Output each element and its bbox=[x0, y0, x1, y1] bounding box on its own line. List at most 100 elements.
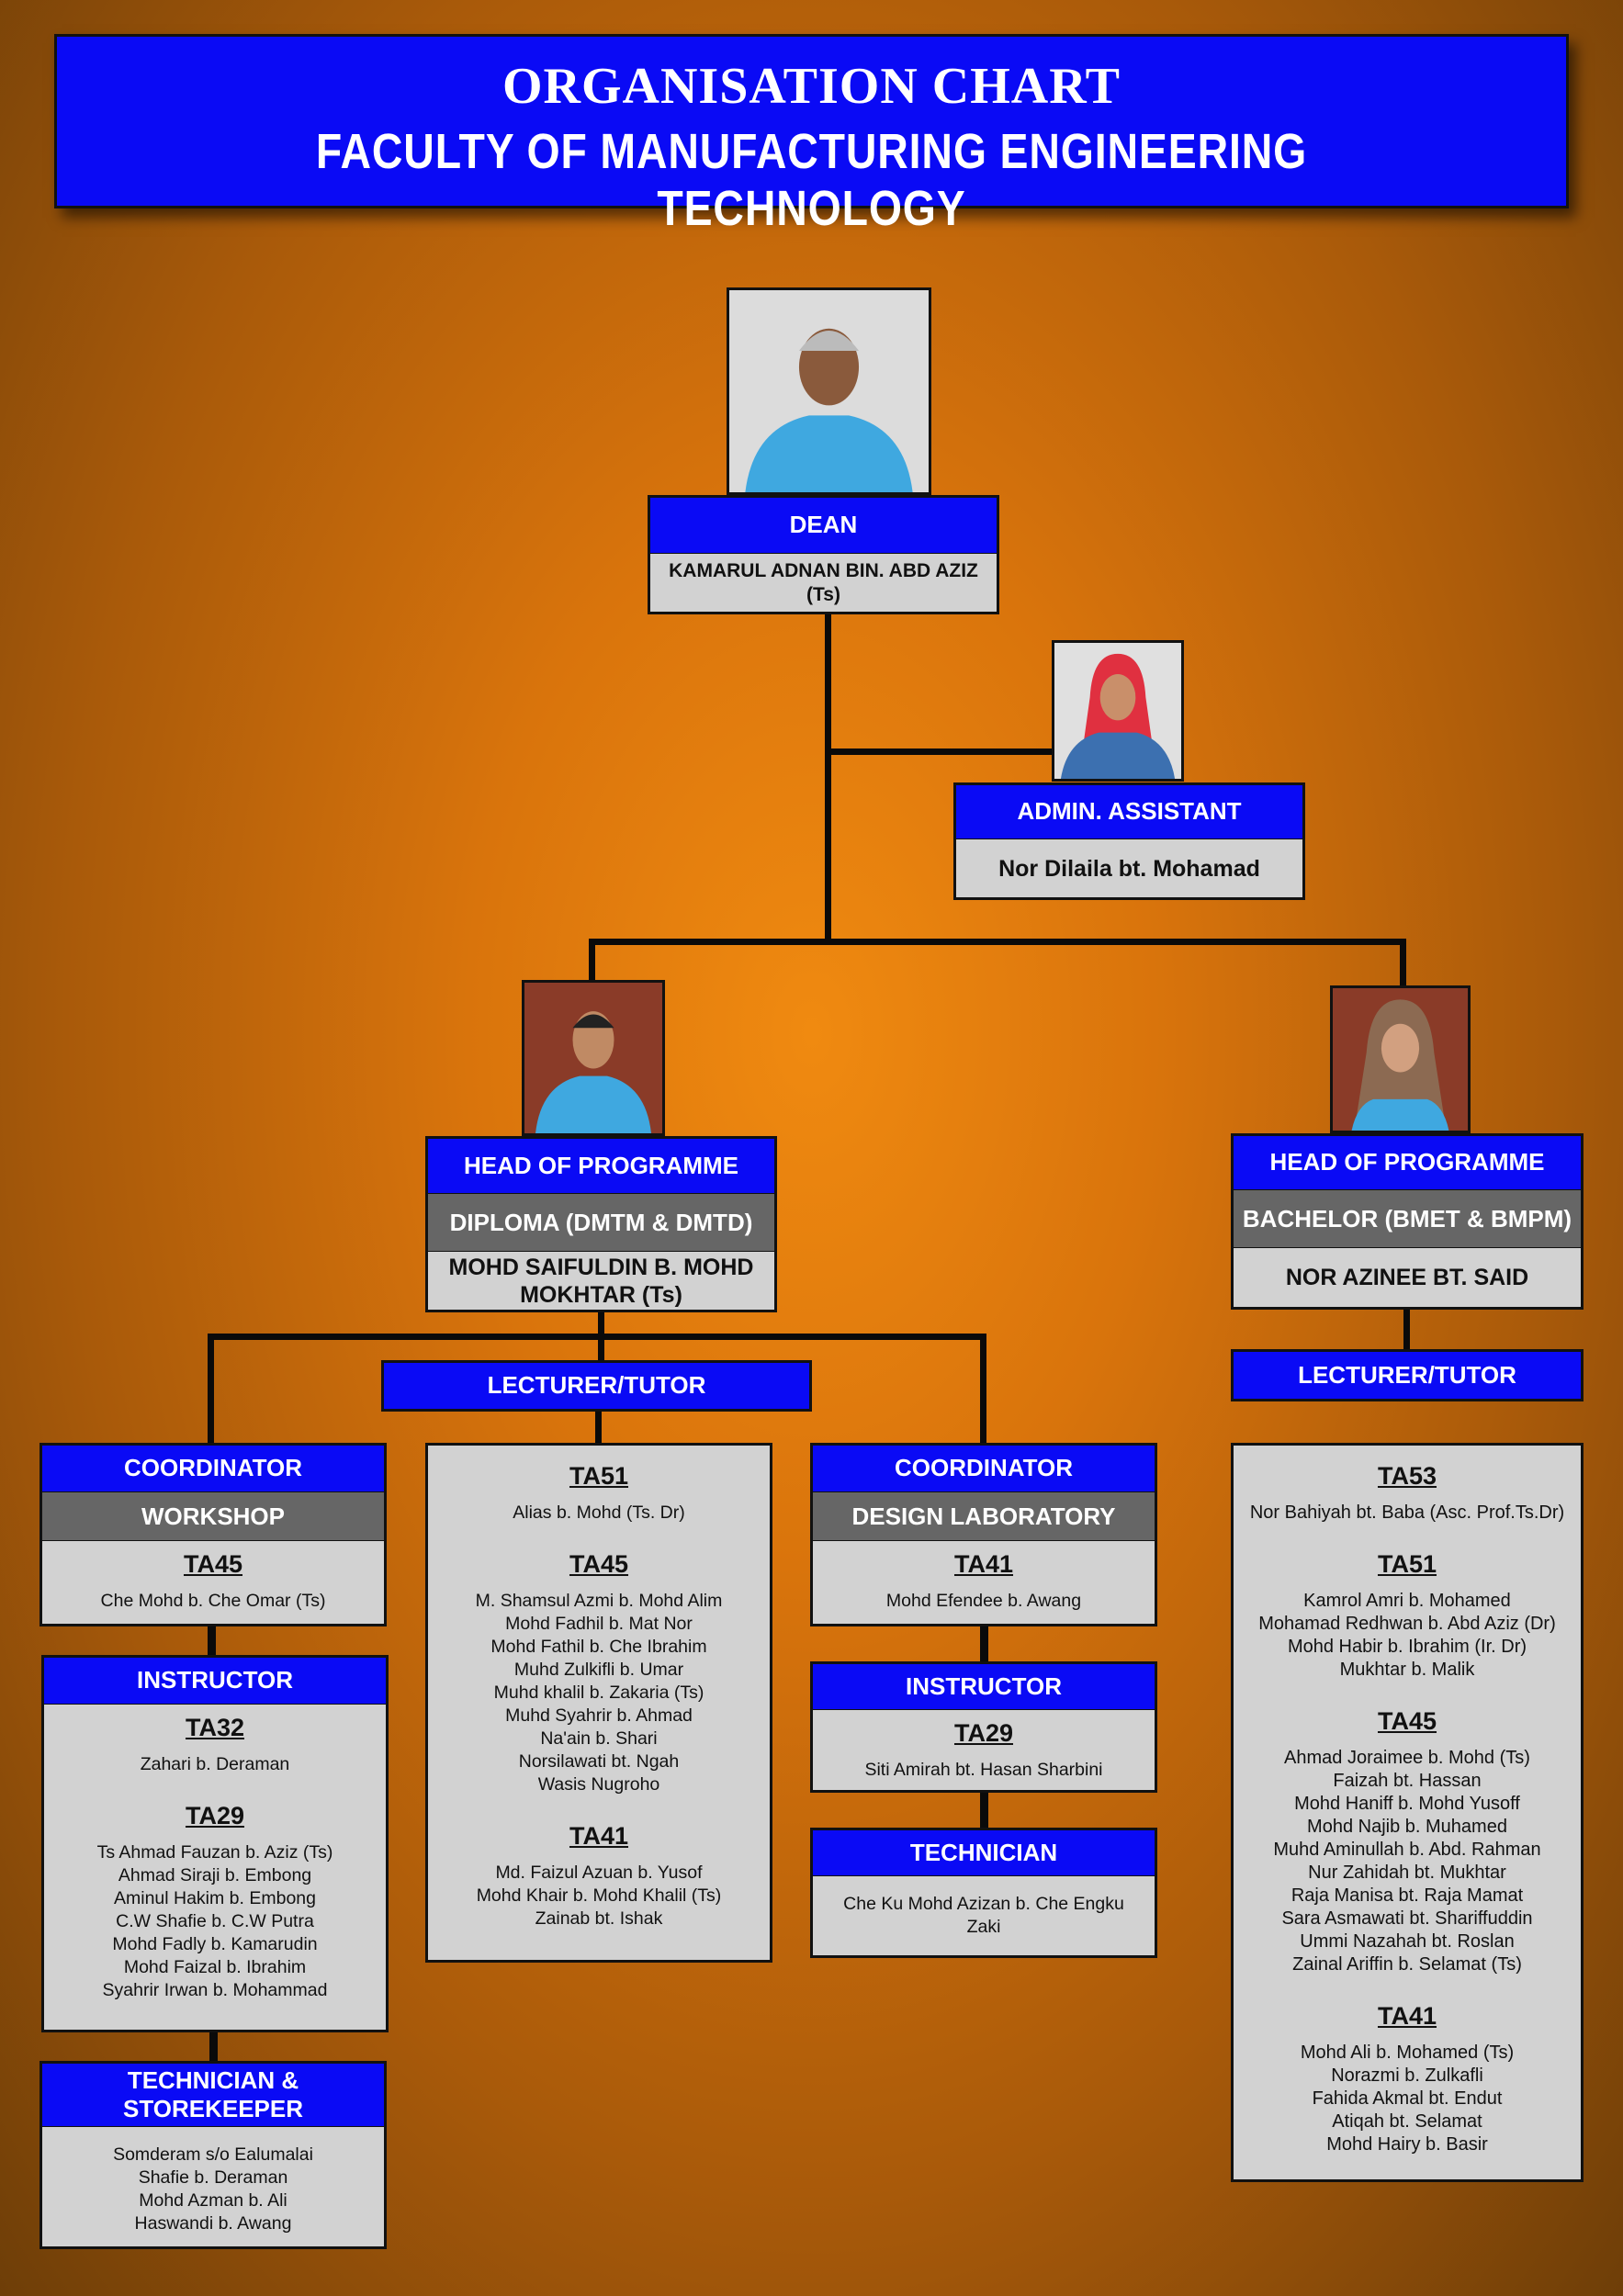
staff-name: Mohd Haniff b. Mohd Yusoff bbox=[1294, 1794, 1520, 1814]
staff-name: Mohamad Redhwan b. Abd Aziz (Dr) bbox=[1258, 1614, 1556, 1634]
staff-name: Che Ku Mohd Azizan b. Che Engku Zaki bbox=[843, 1894, 1124, 1937]
grade-heading: TA53 bbox=[1377, 1462, 1437, 1490]
staff-name: Mohd Faizal b. Ibrahim bbox=[123, 1957, 307, 1977]
staff-name: C.W Shafie b. C.W Putra bbox=[116, 1911, 314, 1931]
chart-title-banner: ORGANISATION CHART FACULTY OF MANUFACTUR… bbox=[54, 34, 1569, 236]
lecturer-right-header: LECTURER/TUTOR bbox=[1231, 1349, 1584, 1401]
staff-name: Norsilawati bt. Ngah bbox=[518, 1751, 680, 1772]
grade-heading: TA45 bbox=[183, 1550, 243, 1578]
connector bbox=[208, 1334, 214, 1444]
staff-name: Norazmi b. Zulkafli bbox=[1331, 2065, 1483, 2086]
staff-name: Atiqah bt. Selamat bbox=[1332, 2111, 1482, 2132]
connector bbox=[980, 1624, 988, 1662]
staff-name: Shafie b. Deraman bbox=[138, 2167, 288, 2188]
staff-name: Aminul Hakim b. Embong bbox=[113, 1888, 316, 1908]
admin-assistant-photo bbox=[1052, 640, 1184, 782]
dean-role-header: DEAN bbox=[648, 495, 999, 556]
staff-name: Che Mohd b. Che Omar (Ts) bbox=[100, 1591, 326, 1611]
connector bbox=[1400, 939, 1406, 986]
staff-name: Nur Zahidah bt. Mukhtar bbox=[1308, 1863, 1506, 1883]
staff-name: Mohd Habir b. Ibrahim (Ir. Dr) bbox=[1287, 1637, 1527, 1657]
grade-heading: TA29 bbox=[185, 1802, 245, 1829]
grade-heading: TA51 bbox=[1377, 1550, 1437, 1578]
staff-name: Zainal Ariffin b. Selamat (Ts) bbox=[1292, 1954, 1522, 1975]
workshop-instructor-header: INSTRUCTOR bbox=[41, 1655, 389, 1706]
staff-name: Raja Manisa bt. Raja Mamat bbox=[1291, 1885, 1524, 1906]
connector bbox=[980, 1334, 986, 1444]
staff-name: Fahida Akmal bt. Endut bbox=[1312, 2088, 1503, 2109]
staff-name: Syahrir Irwan b. Mohammad bbox=[102, 1980, 328, 2000]
connector bbox=[825, 748, 1054, 755]
grade-heading: TA41 bbox=[953, 1550, 1014, 1578]
staff-name: Siti Amirah bt. Hasan Sharbini bbox=[864, 1760, 1103, 1780]
section-gap bbox=[44, 1776, 386, 1793]
grade-heading: TA41 bbox=[1377, 2002, 1437, 2030]
staff-name: Sara Asmawati bt. Shariffuddin bbox=[1281, 1908, 1533, 1929]
staff-name: Mohd Najib b. Muhamed bbox=[1307, 1817, 1507, 1837]
connector bbox=[980, 1791, 988, 1829]
admin-name: Nor Dilaila bt. Mohamad bbox=[953, 839, 1305, 900]
hop-diploma-name: MOHD SAIFULDIN B. MOHD MOKHTAR (Ts) bbox=[425, 1252, 777, 1312]
staff-name: Na'ain b. Shari bbox=[540, 1728, 658, 1749]
staff-name: Muhd Syahrir b. Ahmad bbox=[505, 1705, 693, 1726]
staff-name: Mukhtar b. Malik bbox=[1339, 1660, 1475, 1680]
chart-title: ORGANISATION CHART bbox=[502, 58, 1121, 115]
staff-name: Mohd Efendee b. Awang bbox=[885, 1591, 1082, 1611]
staff-name: Ummi Nazahah bt. Roslan bbox=[1300, 1931, 1515, 1952]
section-gap bbox=[428, 1796, 770, 1813]
admin-role-header: ADMIN. ASSISTANT bbox=[953, 782, 1305, 841]
staff-name: M. Shamsul Azmi b. Mohd Alim bbox=[475, 1591, 723, 1611]
hop-diploma-photo bbox=[522, 980, 665, 1136]
section-gap bbox=[1234, 1525, 1581, 1541]
staff-name: Nor Bahiyah bt. Baba (Asc. Prof.Ts.Dr) bbox=[1249, 1503, 1565, 1523]
connector bbox=[1403, 1308, 1410, 1351]
staff-name: Mohd Ali b. Mohamed (Ts) bbox=[1300, 2043, 1515, 2063]
connector bbox=[208, 1624, 216, 1657]
staff-name: Mohd Azman b. Ali bbox=[139, 2190, 287, 2211]
staff-name: Ahmad Joraimee b. Mohd (Ts) bbox=[1284, 1748, 1530, 1768]
dean-name: KAMARUL ADNAN BIN. ABD AZIZ (Ts) bbox=[648, 554, 999, 614]
connector bbox=[595, 1409, 602, 1444]
hop-diploma-programme: DIPLOMA (DMTM & DMTD) bbox=[425, 1194, 777, 1254]
design-coordinator-header: COORDINATOR bbox=[810, 1443, 1157, 1494]
grade-heading: TA29 bbox=[953, 1719, 1014, 1747]
dean-photo bbox=[727, 287, 931, 495]
connector bbox=[589, 939, 595, 983]
grade-heading: TA41 bbox=[569, 1822, 629, 1850]
staff-name: Ahmad Siraji b. Embong bbox=[118, 1865, 312, 1885]
connector bbox=[825, 613, 831, 944]
staff-name: Mohd Khair b. Mohd Khalil (Ts) bbox=[476, 1885, 722, 1906]
hop-bachelor-programme: BACHELOR (BMET & BMPM) bbox=[1231, 1190, 1584, 1250]
staff-name: Muhd Aminullah b. Abd. Rahman bbox=[1273, 1840, 1541, 1860]
section-gap bbox=[428, 1525, 770, 1541]
section-gap bbox=[1234, 1682, 1581, 1698]
staff-name: Alias b. Mohd (Ts. Dr) bbox=[513, 1503, 685, 1523]
grade-heading: TA45 bbox=[1377, 1707, 1437, 1735]
staff-name: Md. Faizul Azuan b. Yusof bbox=[495, 1863, 703, 1883]
staff-name: Mohd Fadly b. Kamarudin bbox=[112, 1934, 318, 1954]
design-instructor-header: INSTRUCTOR bbox=[810, 1661, 1157, 1712]
staff-name: Haswandi b. Awang bbox=[134, 2213, 292, 2234]
connector bbox=[589, 939, 1406, 945]
staff-name: Wasis Nugroho bbox=[537, 1774, 660, 1795]
design-unit: DESIGN LABORATORY bbox=[810, 1492, 1157, 1543]
hop-bachelor-name: NOR AZINEE BT. SAID bbox=[1231, 1248, 1584, 1310]
design-technician-header: TECHNICIAN bbox=[810, 1828, 1157, 1878]
staff-name: Zainab bt. Ishak bbox=[535, 1908, 663, 1929]
hop-bachelor-role-header: HEAD OF PROGRAMME bbox=[1231, 1133, 1584, 1192]
hop-diploma-role-header: HEAD OF PROGRAMME bbox=[425, 1136, 777, 1196]
staff-name: Mohd Fadhil b. Mat Nor bbox=[505, 1614, 693, 1634]
staff-name: Kamrol Amri b. Mohamed bbox=[1303, 1591, 1511, 1611]
staff-name: Muhd khalil b. Zakaria (Ts) bbox=[493, 1683, 704, 1703]
staff-name: Somderam s/o Ealumalai bbox=[113, 2144, 313, 2165]
grade-heading: TA32 bbox=[185, 1714, 245, 1741]
staff-name: Mohd Hairy b. Basir bbox=[1326, 2134, 1488, 2155]
staff-name: Ts Ahmad Fauzan b. Aziz (Ts) bbox=[96, 1842, 333, 1863]
staff-name: Mohd Fathil b. Che Ibrahim bbox=[490, 1637, 707, 1657]
